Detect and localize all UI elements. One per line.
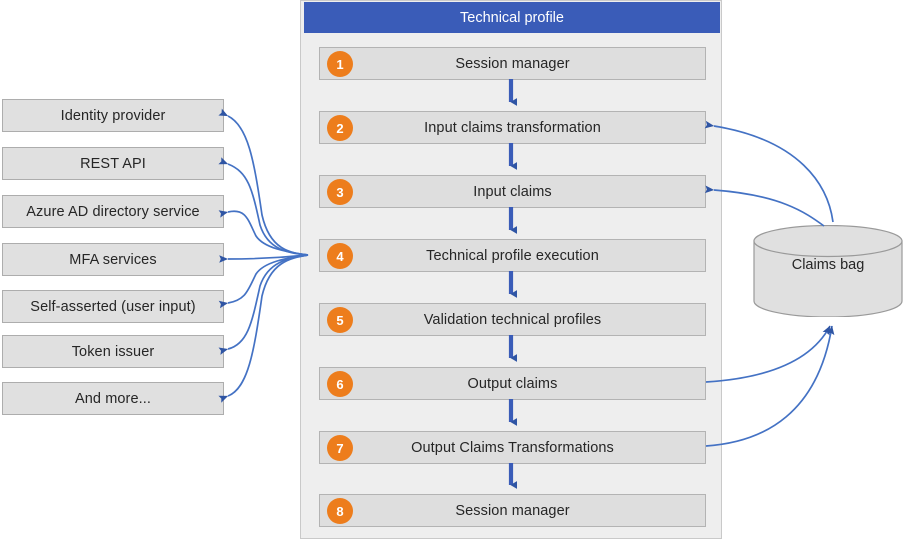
panel-title: Technical profile: [304, 2, 720, 33]
step-row-7[interactable]: 7 Output Claims Transformations: [319, 431, 706, 464]
source-label: And more...: [74, 390, 152, 407]
source-label: Token issuer: [71, 343, 155, 360]
claims-bag-write-connectors: [705, 325, 835, 447]
step-row-6[interactable]: 6 Output claims: [319, 367, 706, 400]
step-row-5[interactable]: 5 Validation technical profiles: [319, 303, 706, 336]
source-box-token-issuer[interactable]: Token issuer: [2, 335, 224, 368]
source-label: Identity provider: [60, 107, 166, 124]
source-connector-azure-ad: [218, 210, 309, 256]
claims-bag-read-connectors: [704, 120, 834, 227]
step-label-5: Validation technical profiles: [423, 311, 602, 328]
step-badge-6: 6: [327, 371, 353, 397]
claims-bag-label: Claims bag: [791, 257, 865, 273]
step-row-4[interactable]: 4 Technical profile execution: [319, 239, 706, 272]
source-box-mfa-services[interactable]: MFA services: [2, 243, 224, 276]
source-connector-and-more: [218, 254, 309, 403]
source-box-self-asserted[interactable]: Self-asserted (user input): [2, 290, 224, 323]
step-label-3: Input claims: [473, 183, 552, 200]
step-label-4: Technical profile execution: [426, 247, 599, 264]
source-label: Azure AD directory service: [26, 203, 200, 220]
step-label-2: Input claims transformation: [424, 119, 601, 136]
source-label: REST API: [80, 155, 146, 172]
source-connector-rest-api: [218, 157, 309, 256]
step-row-8[interactable]: 8 Session manager: [319, 494, 706, 527]
step-badge-8: 8: [327, 498, 353, 524]
source-label: Self-asserted (user input): [30, 298, 196, 315]
step-row-3[interactable]: 3 Input claims: [319, 175, 706, 208]
claims-bag-to-input-claims-transformation: [704, 120, 834, 223]
step-row-1[interactable]: 1 Session manager: [319, 47, 706, 80]
source-box-rest-api[interactable]: REST API: [2, 147, 224, 180]
claims-bag-to-input-claims: [704, 185, 825, 227]
step-badge-3: 3: [327, 179, 353, 205]
source-box-azure-ad-directory-service[interactable]: Azure AD directory service: [2, 195, 224, 228]
source-connector-identity-provider: [218, 108, 309, 256]
source-connector-token-issuer: [218, 254, 309, 355]
source-label: MFA services: [69, 251, 157, 268]
source-connector-self-asserted: [218, 254, 309, 309]
step-label-6: Output claims: [467, 375, 558, 392]
source-box-identity-provider[interactable]: Identity provider: [2, 99, 224, 132]
step-row-2[interactable]: 2 Input claims transformation: [319, 111, 706, 144]
step-badge-7: 7: [327, 435, 353, 461]
output-claims-to-claims-bag: [705, 325, 831, 383]
step-badge-4: 4: [327, 243, 353, 269]
technical-profile-panel: Technical profile 1 Session manager 2 In…: [300, 0, 722, 539]
output-claims-transformations-to-claims-bag: [705, 325, 835, 447]
step-badge-2: 2: [327, 115, 353, 141]
source-connectors: [218, 108, 309, 403]
step-label-1: Session manager: [455, 55, 570, 72]
source-box-and-more[interactable]: And more...: [2, 382, 224, 415]
cylinder-icon: [753, 224, 903, 318]
step-label-8: Session manager: [455, 502, 570, 519]
step-badge-5: 5: [327, 307, 353, 333]
claims-bag-store[interactable]: Claims bag: [753, 224, 903, 318]
source-connector-mfa-services: [219, 254, 309, 263]
step-badge-1: 1: [327, 51, 353, 77]
step-label-7: Output Claims Transformations: [411, 439, 614, 456]
